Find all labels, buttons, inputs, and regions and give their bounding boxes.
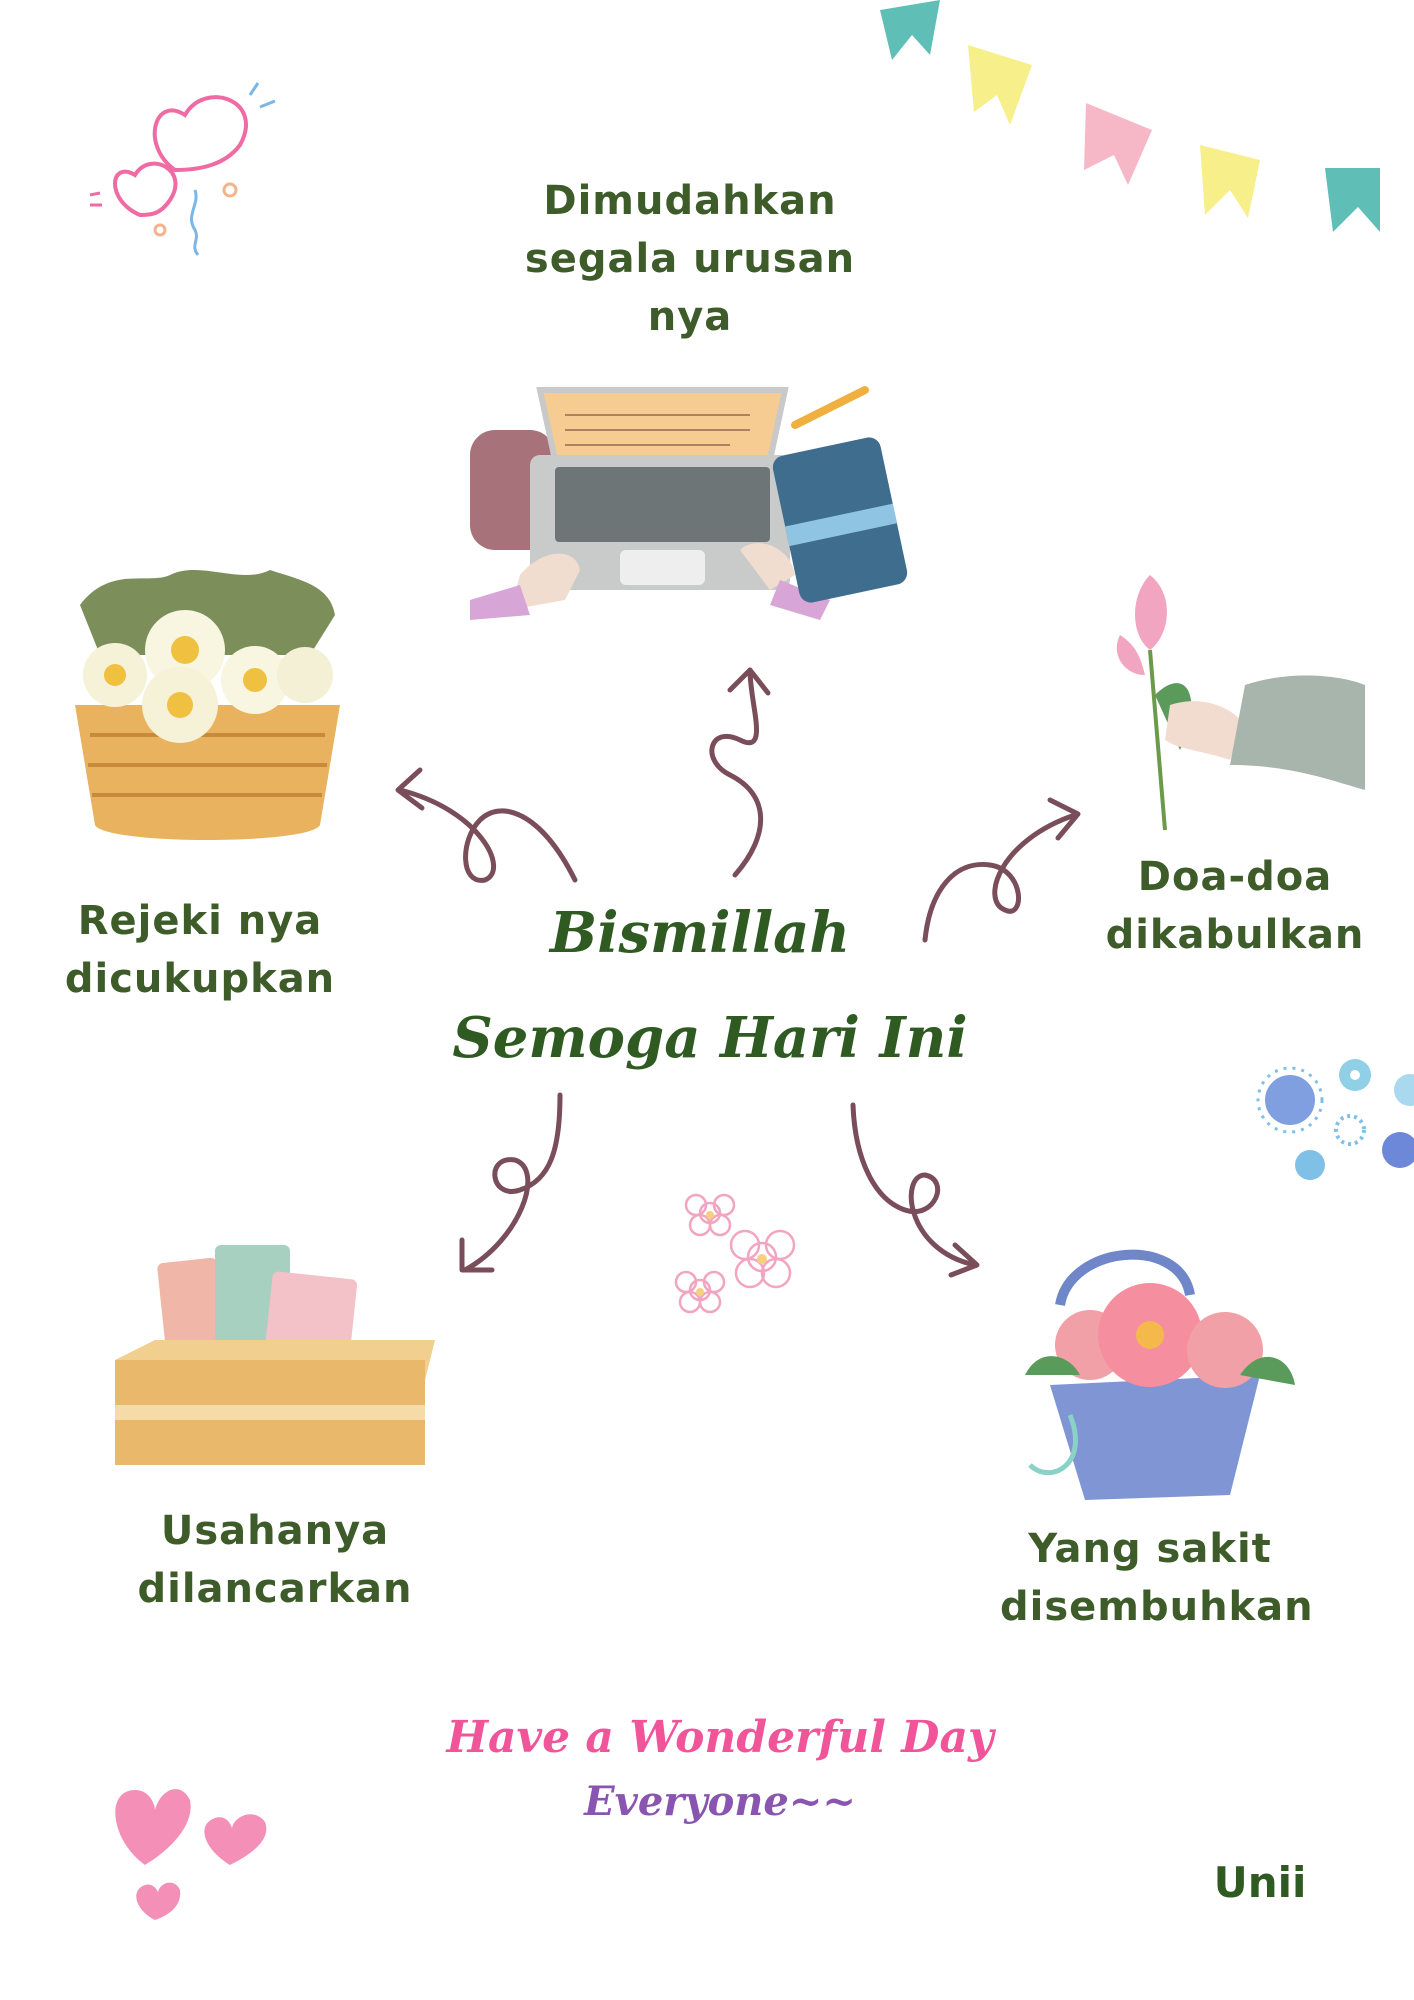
arrow-to-left	[395, 767, 578, 883]
pink-hearts-icon	[115, 1789, 267, 1920]
wish-bottom-right: Yang sakit disembuhkan	[1000, 1526, 1314, 1630]
footer-everyone: Everyone~~	[584, 1778, 856, 1825]
book-crate-illustration	[115, 1245, 435, 1465]
wish-right: Doa-doa dikabulkan	[1105, 854, 1365, 958]
wish-bottom-left: Usahanya dilancarkan	[137, 1508, 413, 1612]
tulip-hand-illustration	[1116, 575, 1365, 831]
arrow-to-bottom-right	[850, 1102, 980, 1278]
footer-greeting: Have a Wonderful Day	[446, 1712, 994, 1763]
wish-top: Dimudahkan segala urusan nya	[524, 178, 856, 340]
hearts-doodle-icon	[89, 82, 276, 256]
wish-left: Rejeki nya dicukupkan	[64, 898, 336, 1002]
center-title-line2: Semoga Hari Ini	[452, 1005, 968, 1071]
bunting-decoration	[880, 0, 1380, 232]
pink-flowers-doodle-icon	[674, 1193, 796, 1314]
flower-bag-illustration	[1025, 1249, 1295, 1500]
arrow-to-top	[709, 667, 771, 878]
flower-basket-illustration	[75, 570, 340, 840]
arrow-to-bottom-left	[459, 1092, 563, 1273]
blue-flowers-decoration	[1256, 1059, 1414, 1180]
laptop-illustration	[470, 386, 908, 620]
center-title-line1: Bismillah	[549, 900, 851, 966]
signature: Unii	[1213, 1858, 1307, 1907]
arrow-to-right	[922, 797, 1081, 943]
